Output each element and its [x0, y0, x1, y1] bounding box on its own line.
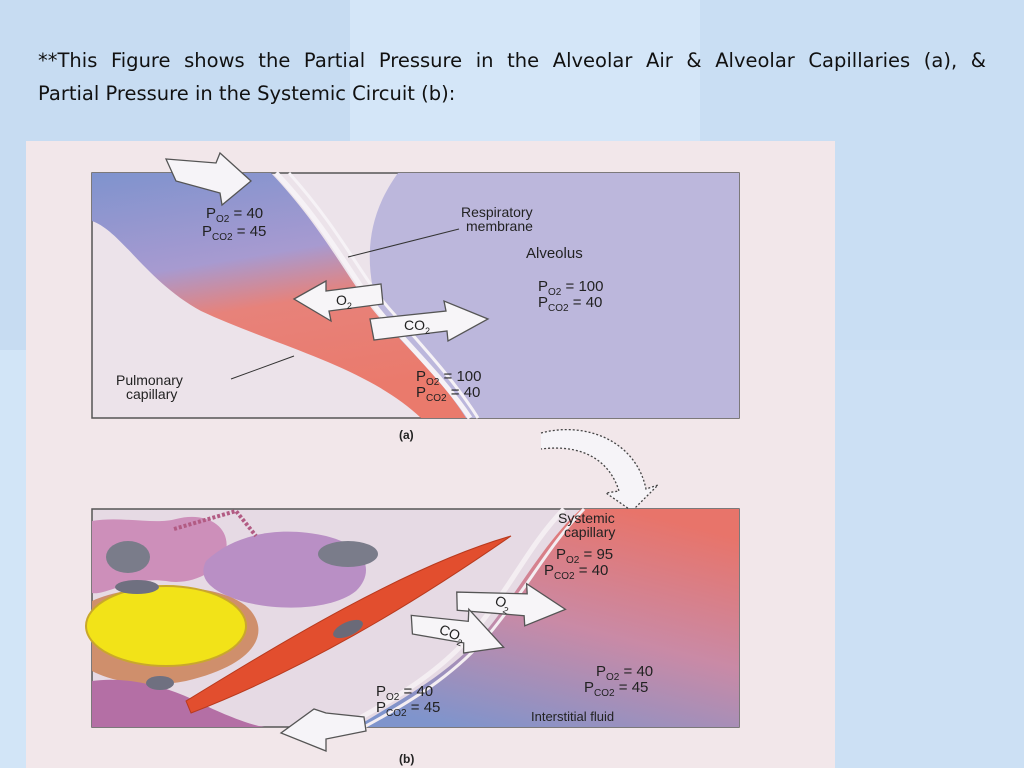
pulmonary-capillary: [92, 173, 466, 418]
systemic-blood-pco2-label: PCO2 = 40: [544, 562, 608, 582]
capillary-wall-inner: [363, 507, 586, 729]
cell-nucleus: [106, 541, 150, 573]
gas-exchange-figure: PO2 = 40 PCO2 = 45 Respiratory membrane …: [26, 141, 835, 768]
alveolus-label: Alveolus: [526, 245, 583, 262]
fat-droplet: [85, 585, 247, 667]
co2-uptake-arrow: [410, 607, 505, 654]
caption-line-2: Partial Pressure in the Systemic Circuit…: [38, 82, 456, 105]
systemic-capillary-label-line1: Systemic: [558, 510, 615, 526]
panel-b: Systemic capillary PO2 = 95 PCO2 = 40 O2…: [85, 507, 740, 766]
interstitial-fluid-label: Interstitial fluid: [531, 709, 614, 724]
respiratory-membrane-outer: [287, 171, 480, 419]
respiratory-membrane: [274, 171, 473, 420]
o2-release-label: O2: [491, 592, 513, 616]
panel-a: PO2 = 40 PCO2 = 45 Respiratory membrane …: [91, 151, 740, 442]
cell-microvilli: [173, 508, 258, 538]
membrane-label-line2: membrane: [466, 218, 533, 234]
alveolus: [369, 173, 739, 418]
tissue-cell: [92, 516, 227, 594]
blood-inflow-arrow: [164, 151, 252, 207]
cell-nucleus: [115, 580, 159, 594]
cell-nucleus: [318, 541, 378, 567]
slide-caption: **This Figure shows the Partial Pressure…: [38, 44, 986, 110]
o2-arrow-label: O2: [336, 292, 352, 311]
co2-uptake-label: CO2: [436, 621, 467, 648]
pulmonary-capillary-label-line1: Pulmonary: [116, 372, 183, 388]
tissue-cell: [92, 679, 266, 727]
o2-diffusion-arrow: [292, 279, 384, 323]
membrane-pointer: [347, 228, 460, 258]
pulmonary-capillary-label-line2: capillary: [126, 386, 177, 402]
cell-nucleus: [333, 619, 363, 639]
cell-nucleus: [146, 676, 174, 690]
blood-outflow-arrow: [279, 708, 367, 752]
systemic-capillary-label-line2: capillary: [564, 524, 615, 540]
circulation-arrow: [540, 429, 659, 512]
co2-diffusion-arrow: [369, 299, 490, 343]
caption-line-1: **This Figure shows the Partial Pressure…: [38, 49, 986, 72]
membrane-label-line1: Respiratory: [461, 204, 533, 220]
panel-b-label: (b): [399, 752, 414, 766]
co2-arrow-label: CO2: [404, 317, 430, 336]
capillary-pointer: [230, 355, 295, 380]
panel-a-label: (a): [399, 428, 414, 442]
systemic-capillary: [356, 509, 739, 727]
blood-in-pco2-label: PCO2 = 45: [202, 223, 266, 243]
